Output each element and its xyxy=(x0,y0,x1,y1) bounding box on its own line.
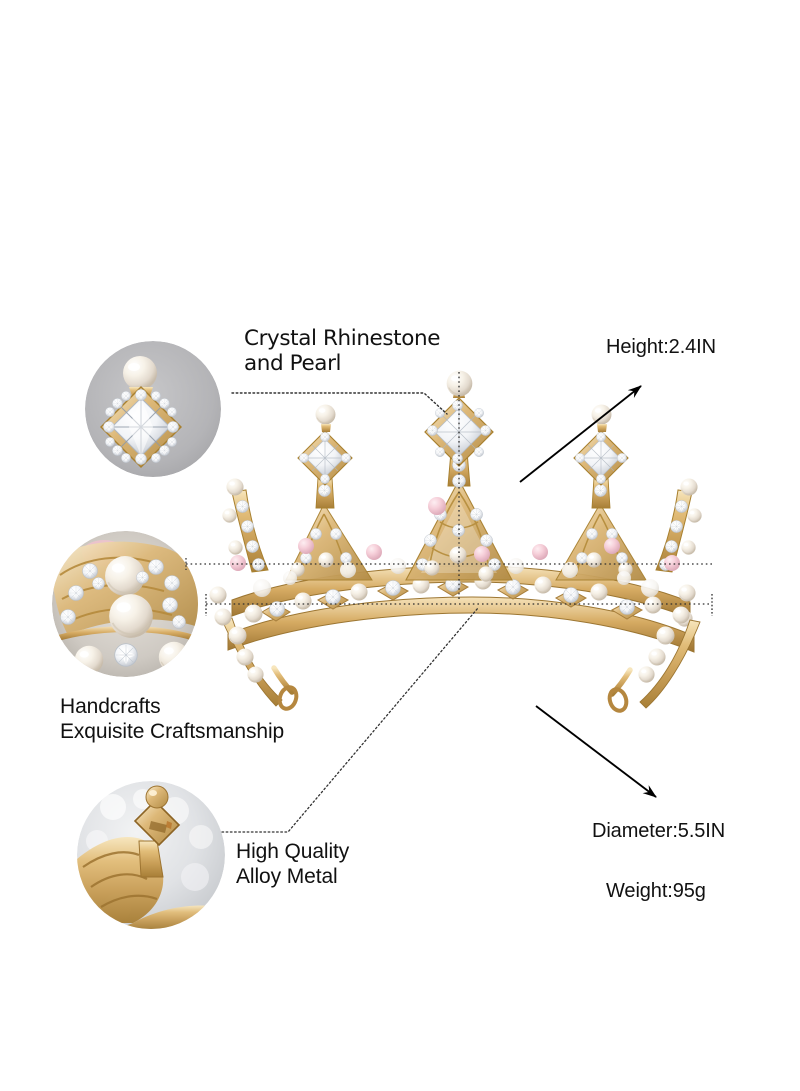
detail-circle-alloy-metal xyxy=(77,781,225,929)
detail-circle-pearl-filigree xyxy=(52,531,198,677)
spec-weight: Weight:95g xyxy=(606,880,706,902)
detail-circle-crystal-pearl xyxy=(85,341,221,477)
guide-line-upper xyxy=(185,558,712,570)
spec-diameter: Diameter:5.5IN xyxy=(592,820,726,842)
arrow-diameter xyxy=(535,705,657,798)
label-handcrafts-craftsmanship: Handcrafts Exquisite Craftsmanship xyxy=(60,695,285,744)
arrow-height xyxy=(519,385,642,483)
spec-height: Height:2.4IN xyxy=(606,336,716,358)
label-high-quality-alloy-metal: High Quality Alloy Metal xyxy=(236,840,350,889)
guide-line-diameter xyxy=(205,594,713,616)
leader-crystal-pearl xyxy=(231,392,448,415)
label-crystal-rhinestone-pearl: Crystal Rhinestone and Pearl xyxy=(244,326,441,376)
